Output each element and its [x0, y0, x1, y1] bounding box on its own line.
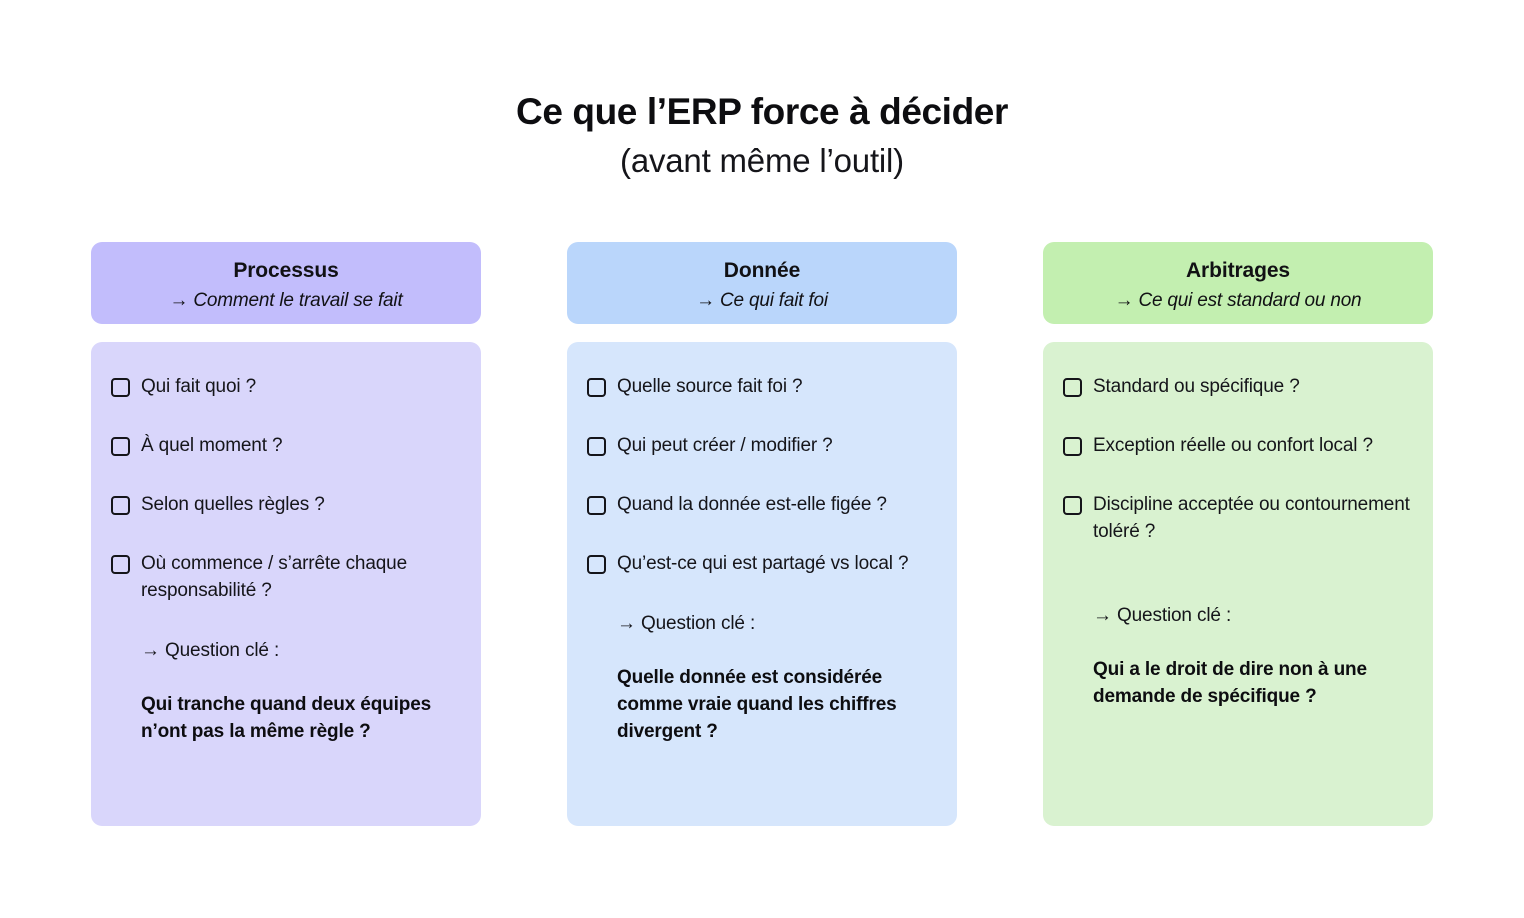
list-item-label: Discipline acceptée ou contournement tol… [1093, 493, 1410, 542]
column-header-subtitle-text: Ce qui fait foi [720, 290, 828, 312]
list-item[interactable]: Selon quelles règles ? [111, 492, 461, 519]
column-header-donnee: Donnée → Ce qui fait foi [567, 242, 957, 324]
key-question-block: → Question clé : Quelle donnée est consi… [587, 612, 937, 746]
list-item[interactable]: Qu’est-ce qui est partagé vs local ? [587, 551, 937, 578]
list-item-label: Exception réelle ou confort local ? [1093, 434, 1373, 456]
column-arbitrages: Arbitrages → Ce qui est standard ou non … [1043, 242, 1433, 826]
column-header-subtitle-text: Comment le travail se fait [193, 290, 403, 312]
checkbox-icon[interactable] [1063, 495, 1082, 515]
list-item[interactable]: Qui fait quoi ? [111, 374, 461, 401]
column-header-title: Donnée [723, 259, 801, 282]
checkbox-icon[interactable] [1063, 436, 1082, 456]
arrow-icon: → [1114, 290, 1134, 312]
key-question-text: Qui a le droit de dire non à une demande… [1093, 658, 1367, 707]
key-question-lead-text: Question clé : [165, 639, 280, 661]
columns-container: Processus → Comment le travail se fait Q… [91, 242, 1433, 826]
checklist-processus: Qui fait quoi ? À quel moment ? Selon qu… [111, 374, 461, 605]
column-header-arbitrages: Arbitrages → Ce qui est standard ou non [1043, 242, 1433, 324]
list-item-label: Qu’est-ce qui est partagé vs local ? [617, 552, 909, 574]
column-header-subtitle: → Comment le travail se fait [105, 289, 467, 313]
key-question-lead: → Question clé : [141, 639, 461, 664]
key-question-lead-text: Question clé : [641, 612, 756, 634]
column-header-subtitle-text: Ce qui est standard ou non [1138, 290, 1362, 312]
column-donnee: Donnée → Ce qui fait foi Quelle source f… [567, 242, 957, 826]
list-item[interactable]: À quel moment ? [111, 433, 461, 460]
list-item-label: Selon quelles règles ? [141, 493, 325, 515]
list-item-label: Qui peut créer / modifier ? [617, 434, 833, 456]
list-item[interactable]: Standard ou spécifique ? [1063, 374, 1413, 401]
checkbox-icon[interactable] [587, 495, 606, 515]
key-question-lead-text: Question clé : [1117, 604, 1232, 626]
list-item[interactable]: Quelle source fait foi ? [587, 374, 937, 401]
column-body-processus: Qui fait quoi ? À quel moment ? Selon qu… [91, 342, 481, 826]
checkbox-icon[interactable] [587, 378, 606, 397]
column-body-donnee: Quelle source fait foi ? Qui peut créer … [567, 342, 957, 826]
list-item-label: Standard ou spécifique ? [1093, 376, 1300, 397]
list-item[interactable]: Exception réelle ou confort local ? [1063, 433, 1413, 460]
key-question-lead: → Question clé : [1093, 604, 1413, 629]
checkbox-icon[interactable] [111, 436, 130, 456]
checklist-arbitrages: Standard ou spécifique ? Exception réell… [1063, 374, 1413, 546]
list-item[interactable]: Discipline acceptée ou contournement tol… [1063, 492, 1413, 546]
list-item-label: Où commence / s’arrête chaque responsabi… [141, 552, 408, 601]
arrow-icon: → [696, 290, 715, 312]
list-item-label: Quelle source fait foi ? [617, 376, 803, 397]
column-header-subtitle: → Ce qui fait foi [581, 289, 943, 313]
list-item-label: À quel moment ? [141, 434, 283, 456]
arrow-icon: → [169, 290, 189, 312]
column-processus: Processus → Comment le travail se fait Q… [91, 242, 481, 826]
key-question-lead: → Question clé : [617, 612, 937, 637]
list-item[interactable]: Qui peut créer / modifier ? [587, 433, 937, 460]
key-question-text: Quelle donnée est considérée comme vraie… [617, 666, 897, 742]
list-item-label: Quand la donnée est-elle figée ? [617, 493, 887, 515]
arrow-icon: → [1093, 604, 1112, 626]
checkbox-icon[interactable] [111, 495, 130, 515]
title-block: Ce que l’ERP force à décider (avant même… [0, 91, 1524, 181]
checklist-donnee: Quelle source fait foi ? Qui peut créer … [587, 374, 937, 578]
page-title: Ce que l’ERP force à décider [516, 91, 1008, 132]
checkbox-icon[interactable] [587, 436, 606, 456]
checkbox-icon[interactable] [111, 378, 130, 397]
checkbox-icon[interactable] [111, 554, 130, 574]
column-header-processus: Processus → Comment le travail se fait [91, 242, 481, 324]
column-header-title: Arbitrages [1185, 259, 1291, 282]
key-question-block: → Question clé : Qui tranche quand deux … [111, 639, 461, 746]
list-item-label: Qui fait quoi ? [141, 376, 256, 397]
key-question-text: Qui tranche quand deux équipes n’ont pas… [141, 693, 432, 742]
arrow-icon: → [141, 639, 160, 661]
page-subtitle: (avant même l’outil) [620, 141, 904, 179]
checkbox-icon[interactable] [1063, 378, 1082, 397]
column-header-title: Processus [233, 259, 339, 282]
arrow-icon: → [617, 612, 636, 634]
list-item[interactable]: Quand la donnée est-elle figée ? [587, 492, 937, 519]
list-item[interactable]: Où commence / s’arrête chaque responsabi… [111, 551, 461, 605]
column-body-arbitrages: Standard ou spécifique ? Exception réell… [1043, 342, 1433, 826]
column-header-subtitle: → Ce qui est standard ou non [1057, 289, 1419, 313]
checkbox-icon[interactable] [587, 554, 606, 574]
key-question-block: → Question clé : Qui a le droit de dire … [1063, 604, 1413, 711]
